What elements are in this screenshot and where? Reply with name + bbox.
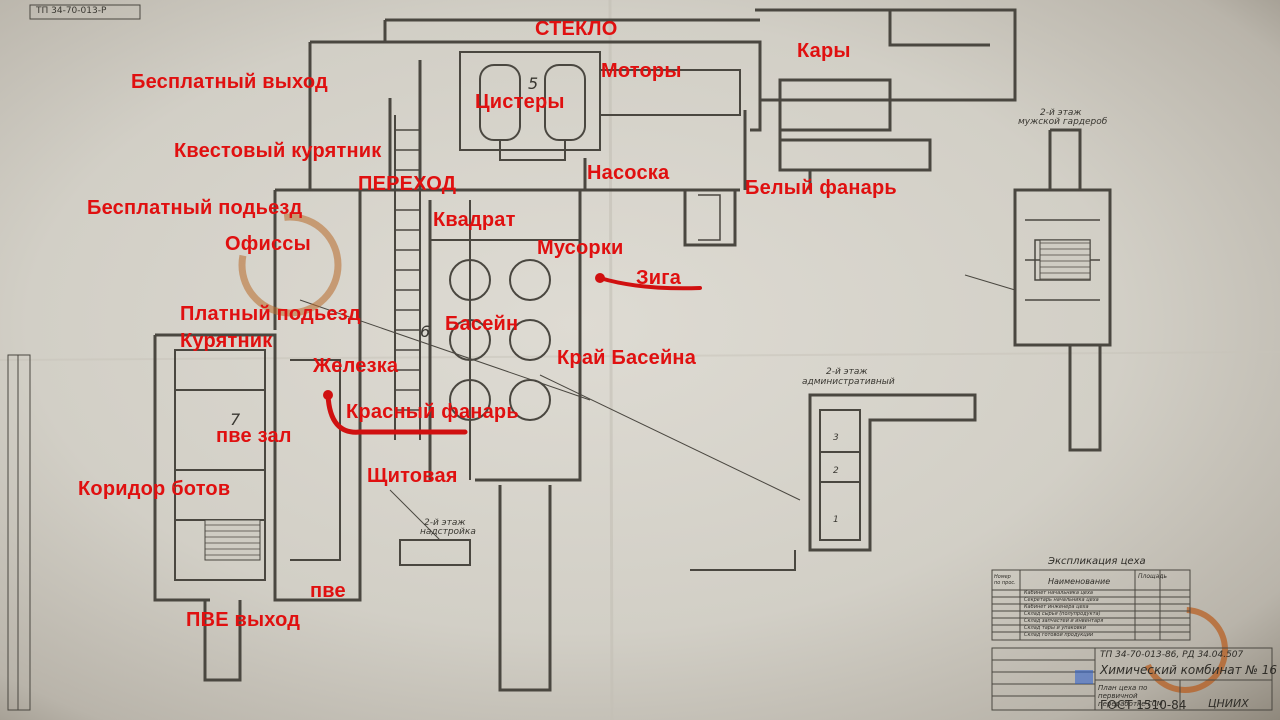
note-male-wardrobe: мужской гардероб <box>1018 117 1108 127</box>
label-pve-vyhod: ПВЕ выход <box>186 609 301 631</box>
room-number-7: 7 <box>230 410 241 429</box>
label-ofissy: Офиссы <box>225 233 311 255</box>
label-kvestovy-kuryatnik: Квестовый курятник <box>174 140 382 162</box>
label-zhelezka: Железка <box>313 355 399 377</box>
title-block-gost: ГОСТ 1510-84 <box>1100 698 1187 712</box>
label-koridor-botov: Коридор ботов <box>78 478 231 500</box>
label-platny-podezd: Платный подьезд <box>180 303 361 325</box>
title-block-plant: Химический комбинат № 16 <box>1100 663 1278 677</box>
explication-row: Склад готовой продукции <box>1024 632 1094 638</box>
title-block-code: ТП 34-70-013-86, РД 34.04.507 <box>1100 650 1244 660</box>
note-admin: административный <box>802 377 895 387</box>
explication-row: Секретарь начальника цеха <box>1024 597 1099 603</box>
title-block-subtitle: План цеха по первичной переработке ГСМ <box>1098 684 1163 708</box>
explication-col-name: Наименование <box>1048 577 1111 586</box>
label-kray-baseina: Край Басейна <box>557 347 697 369</box>
explication-row: Склад сырья (полупродукта) <box>1024 611 1101 617</box>
label-pve-zal: пве зал <box>216 425 292 447</box>
label-kvadrat: Квадрат <box>433 209 516 231</box>
label-kuryatnik: Курятник <box>180 330 273 352</box>
label-steklo: СТЕКЛО <box>535 18 618 40</box>
room-number-6: 6 <box>420 322 431 341</box>
title-block-org: ЦНИИХ <box>1208 697 1249 710</box>
explication-col-num: Номер по прос. <box>994 574 1016 586</box>
label-nasoska: Насоска <box>587 162 670 184</box>
label-shchitovaya: Щитовая <box>367 465 458 487</box>
label-pve: пве <box>310 580 346 602</box>
note-floor2-super: 2-й этаж <box>424 518 466 528</box>
note-floor2-admin: 2-й этаж <box>826 367 868 377</box>
admin-room-2: 2 <box>833 466 839 476</box>
note-superstructure: надстройка <box>420 527 476 537</box>
label-besplatny-vyhod: Бесплатный выход <box>131 71 328 93</box>
explication-row: Кабинет инженера цеха <box>1024 604 1089 610</box>
explication-row: Кабинет начальника цеха <box>1024 590 1093 596</box>
label-cistery: Цистеры <box>475 91 565 113</box>
label-ziga: Зига <box>636 267 682 289</box>
explication-row: Склад запчастей и инвентаря <box>1024 618 1104 624</box>
explication-col-area: Площадь <box>1138 573 1168 580</box>
admin-room-3: 3 <box>833 433 839 443</box>
label-besplatny-podezd: Бесплатный подьезд <box>87 197 303 219</box>
label-perehod: ПЕРЕХОД <box>358 173 457 195</box>
explication-title: Экспликация цеха <box>1048 556 1146 567</box>
label-musorki: Мусорки <box>537 237 624 259</box>
note-floor2-male: 2-й этаж <box>1040 108 1082 118</box>
label-bely-fanar: Белый фанарь <box>745 177 897 199</box>
label-motory: Моторы <box>601 60 682 82</box>
room-number-5: 5 <box>528 74 539 93</box>
header-code: ТП 34-70-013-Р <box>36 6 107 16</box>
explication-row: Склад тары и упаковки <box>1024 625 1086 631</box>
label-krasny-fanar: Красный фанарь <box>346 401 519 423</box>
label-kary: Кары <box>797 40 851 62</box>
label-basein: Басейн <box>445 313 519 335</box>
admin-room-1: 1 <box>833 515 839 525</box>
